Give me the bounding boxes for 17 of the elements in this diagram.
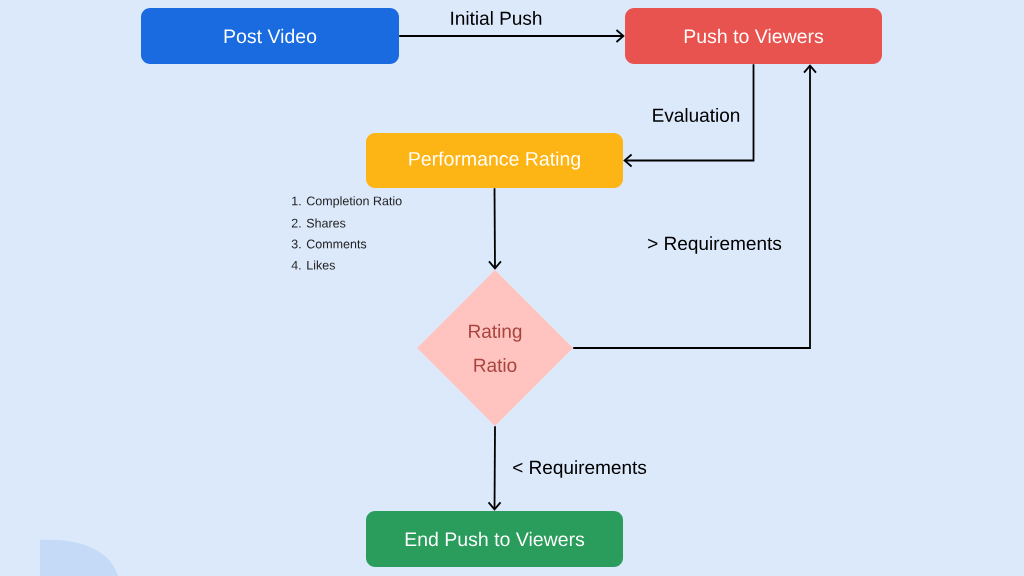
edge-label: < Requirements [510, 458, 649, 480]
process-box: Performance Rating [366, 133, 623, 188]
edge-label: Initial Push [447, 9, 545, 27]
arrow [487, 425, 502, 511]
edge-label: > Requirements [645, 234, 784, 256]
process-box: Post Video [141, 8, 399, 64]
list-item: 4. Likes [291, 260, 335, 270]
list-item: 1. Completion Ratio [292, 196, 402, 208]
arrow [488, 187, 502, 270]
list-item: 2. Shares [291, 218, 346, 228]
process-box: End Push to Viewers [366, 511, 623, 567]
arrow [572, 64, 817, 349]
arrow [623, 63, 755, 168]
process-box: Push to Viewers [625, 8, 882, 64]
edge-label: Evaluation [649, 106, 743, 124]
list-item: 3. Comments [291, 239, 367, 249]
arrow [398, 29, 625, 43]
